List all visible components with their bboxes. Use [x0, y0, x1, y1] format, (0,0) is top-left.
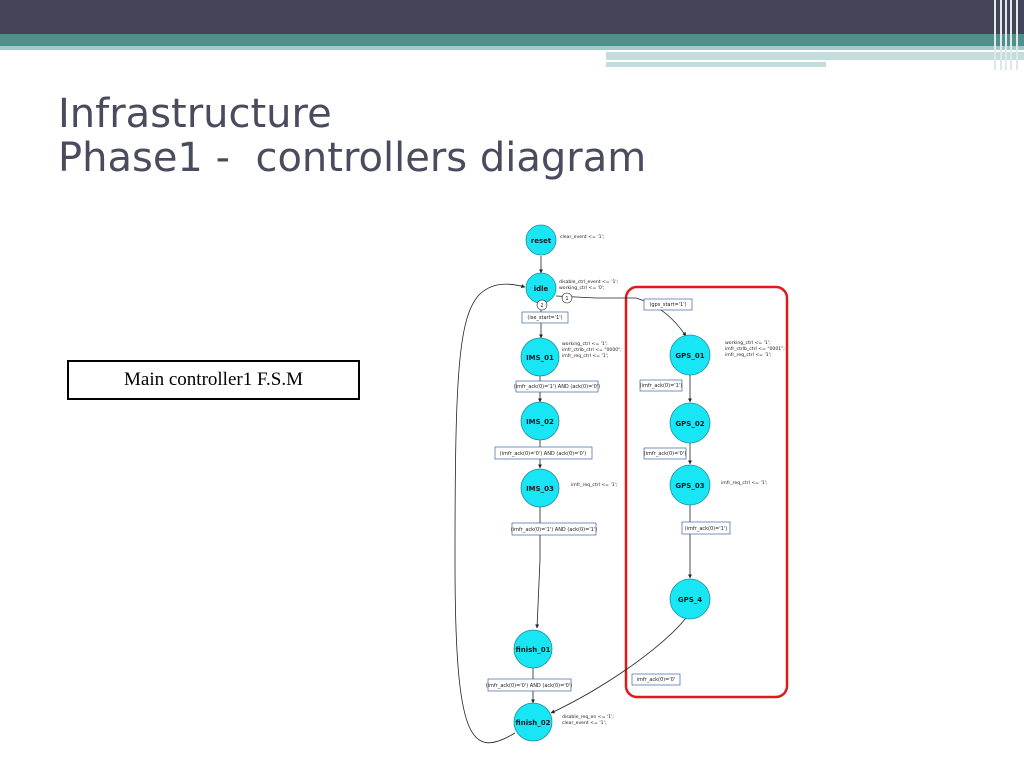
state-gps-4: GPS_4 — [669, 578, 711, 620]
state-idle: idle — [525, 272, 557, 304]
action-ims01-2: imfr_ctrlb_ctrl <= "0000"; — [562, 347, 622, 353]
action-ims01-3: imfr_req_ctrl <= '1'; — [562, 353, 609, 359]
fsm-states: reset idle IMS_01 IMS_02 IMS_03 finish_0… — [513, 224, 711, 742]
state-ims-01: IMS_01 — [520, 337, 560, 377]
cond-ims03-finish: (imfr_ack(0)='1') AND (ack(0)='1') — [511, 522, 597, 536]
state-reset-label: reset — [531, 237, 552, 245]
header-decor-lines — [990, 0, 1024, 70]
action-gps01-1: working_ctrl <= '1'; — [725, 340, 771, 346]
cond-gps4-finish: imfr_ack(0)='0' — [631, 673, 681, 686]
cond-ims01-ims02-label: (imfr_ack(0)='1') AND (ack(0)='0') — [514, 384, 600, 390]
transition-lines — [454, 256, 692, 744]
priority-2-label: 2 — [540, 303, 543, 309]
cond-gps-start: (gps_start='1') — [643, 298, 693, 311]
priority-markers: 1 2 — [536, 292, 573, 311]
state-finish-02-label: finish_02 — [516, 719, 551, 727]
action-finish02-2: clear_event <= '1'; — [562, 720, 607, 726]
state-finish-01: finish_01 — [513, 629, 553, 669]
state-actions: clear_event <= '1'; disable_ctrl_event <… — [559, 234, 785, 726]
gps-highlight-frame — [624, 285, 789, 699]
cond-ims01-ims02: (imfr_ack(0)='1') AND (ack(0)='0') — [514, 380, 600, 393]
state-gps-03-label: GPS_03 — [675, 482, 704, 490]
header-light-stripe — [0, 46, 1024, 50]
action-gps03-1: imfr_req_ctrl <= '1'; — [721, 480, 768, 486]
header-decor-stripe-short — [606, 62, 826, 67]
header-decor-stripe — [606, 52, 1024, 60]
cond-ims02-ims03: (imfr_ack(0)='0') AND (ack(0)='0') — [494, 446, 593, 460]
state-gps-4-label: GPS_4 — [678, 596, 702, 604]
header-accent-stripe — [0, 34, 1024, 46]
cond-ims-start-label: (ise_start='1') — [527, 315, 562, 321]
cond-finish01-finish02: (imfr_ack(0)='0') AND (ack(0)='0') — [486, 678, 572, 692]
state-ims-03-label: IMS_03 — [526, 485, 554, 493]
action-idle-2: working_ctrl <= '0'; — [559, 285, 605, 291]
cond-ims-start: (ise_start='1') — [521, 311, 569, 324]
state-finish-02: finish_02 — [513, 702, 553, 742]
diagram-caption-box: Main controller1 F.S.M — [67, 360, 360, 400]
cond-gps02-gps03: (imfr_ack(0)='0') — [643, 447, 687, 460]
transition-conditions: (ise_start='1') (imfr_ack(0)='1') AND (a… — [486, 298, 731, 692]
cond-gps01-gps02-label: (imfr_ack(0)='1') — [640, 383, 682, 389]
state-reset: reset — [525, 224, 557, 256]
header-bar — [0, 0, 1024, 34]
state-finish-01-label: finish_01 — [516, 646, 551, 654]
cond-gps02-gps03-label: (imfr_ack(0)='0') — [644, 451, 686, 457]
priority-1-label: 1 — [565, 296, 568, 302]
state-gps-01: GPS_01 — [669, 334, 711, 376]
state-idle-label: idle — [534, 285, 549, 293]
cond-gps03-gps4: (imfr_ack(0)='1') — [681, 521, 731, 535]
state-ims-01-label: IMS_01 — [526, 354, 554, 362]
cond-gps01-gps02: (imfr_ack(0)='1') — [639, 379, 683, 392]
slide-title: Infrastructure Phase1 - controllers diag… — [58, 92, 646, 180]
action-ims03-1: imfr_req_ctrl <= '1'; — [571, 482, 618, 488]
cond-gps4-finish-label: imfr_ack(0)='0' — [637, 677, 676, 683]
state-gps-01-label: GPS_01 — [675, 352, 704, 360]
action-ims01-1: working_ctrl <= '1'; — [562, 341, 608, 347]
cond-ims03-finish-label: (imfr_ack(0)='1') AND (ack(0)='1') — [511, 527, 597, 533]
state-ims-02: IMS_02 — [520, 401, 560, 441]
state-ims-03: IMS_03 — [520, 468, 560, 508]
cond-gps-start-label: (gps_start='1') — [649, 302, 686, 308]
action-reset-1: clear_event <= '1'; — [560, 234, 605, 240]
state-ims-02-label: IMS_02 — [526, 418, 554, 426]
action-gps01-2: imfr_ctrlb_ctrl <= "0001"; — [725, 346, 785, 352]
action-gps01-3: imfr_req_ctrl <= '1'; — [725, 352, 772, 358]
action-finish02-1: disable_req_en <= '1'; — [562, 714, 614, 720]
cond-gps03-gps4-label: (imfr_ack(0)='1') — [685, 526, 727, 532]
action-idle-1: disable_ctrl_event <= '1'; — [559, 279, 619, 285]
cond-ims02-ims03-label: (imfr_ack(0)='0') AND (ack(0)='0') — [500, 451, 586, 457]
title-line-2: Phase1 - controllers diagram — [58, 135, 647, 181]
state-gps-02-label: GPS_02 — [675, 420, 704, 428]
state-gps-02: GPS_02 — [669, 402, 711, 444]
state-gps-03: GPS_03 — [669, 464, 711, 506]
title-line-1: Infrastructure — [58, 91, 332, 137]
cond-finish01-finish02-label: (imfr_ack(0)='0') AND (ack(0)='0') — [486, 683, 572, 689]
